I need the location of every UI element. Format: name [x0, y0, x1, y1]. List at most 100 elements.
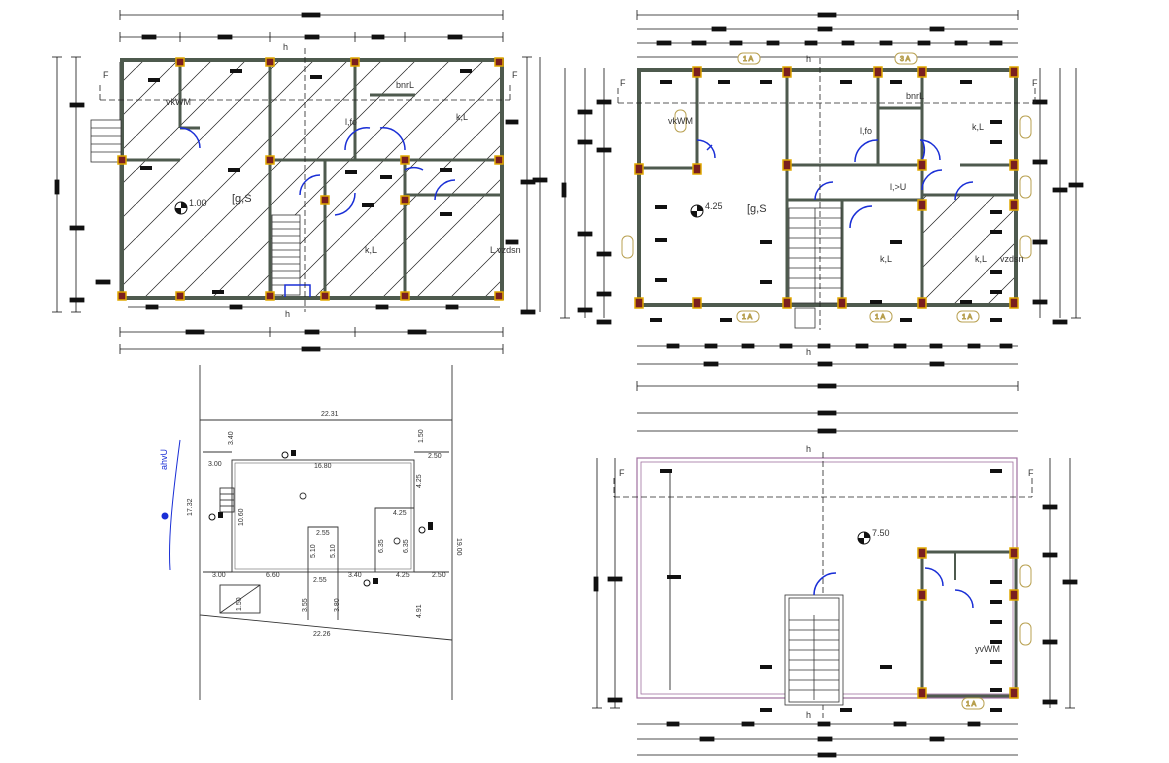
ff-grid-bubbles: 1 A 3 A 1 A 1 A 1 A [621, 52, 1032, 323]
column-icon [265, 155, 275, 165]
gf-labels: h h F F vkWM bnrL l,fo k,L [g,S k,L L vz… [103, 42, 521, 319]
terrace-plan: 1 A h h F F yvWM 7.50 [592, 410, 1078, 758]
column-icon [400, 155, 410, 165]
column-icon [350, 57, 360, 67]
ff-staircase [788, 207, 842, 329]
ff-room-bedroom-2: k,L [975, 254, 987, 264]
ff-bubble-2: 3 A [900, 56, 910, 63]
ff-section-mark-top: h [806, 54, 811, 64]
ff-room-bath: bnrL [906, 91, 924, 101]
site-dim-150b: 1.50 [236, 597, 243, 611]
gf-outer-wall [120, 58, 504, 300]
gf-section-mark-left: F [103, 70, 109, 80]
column-icon [782, 297, 792, 309]
door-swing-icon [954, 589, 974, 609]
gf-interior-walls [122, 60, 500, 298]
column-icon [782, 66, 792, 78]
north-icon [161, 439, 181, 571]
column-icon [692, 163, 702, 175]
gf-section-mark-bottom: h [285, 309, 290, 319]
column-icon [400, 291, 410, 301]
ff-dimensions-top [636, 10, 1019, 58]
site-dim-380: 3.80 [334, 598, 341, 612]
column-icon [400, 195, 410, 205]
ff-bubble-3: 1 A [742, 314, 752, 321]
door-swing-icon [921, 139, 926, 161]
site-plan-labels: 22.31 22.26 17.32 19.00 3.40 1.50 3.00 1… [159, 411, 462, 638]
site-dim-510b: 5.10 [330, 544, 337, 558]
ff-room-bedroom-1: k,L [880, 254, 892, 264]
column-icon [692, 66, 702, 78]
site-dim-510a: 5.10 [310, 544, 317, 558]
tp-inner-tags [660, 469, 1002, 712]
column-icon [1009, 66, 1019, 78]
tp-dimensions-left [592, 458, 623, 709]
ff-section-lines [617, 58, 1036, 330]
column-icon [320, 291, 330, 301]
tp-labels: h h F F yvWM 7.50 [619, 444, 1034, 720]
tp-level: 7.50 [872, 528, 890, 538]
tp-doors [924, 567, 974, 609]
gf-doors [179, 127, 456, 297]
site-dim-top: 22.31 [321, 411, 339, 418]
column-icon [634, 163, 644, 175]
column-icon [494, 57, 504, 67]
door-swing-icon [696, 139, 716, 159]
tp-section-mark-top: h [806, 444, 811, 454]
gf-dimensions-top [119, 10, 504, 42]
ff-dimensions-right [1032, 68, 1084, 325]
door-swing-icon [849, 205, 873, 229]
level-marker-icon [393, 537, 401, 545]
tp-bubble-1: 1 A [966, 701, 976, 708]
ff-dimensions-bottom [636, 343, 1019, 391]
site-dim-1680: 16.80 [314, 463, 332, 470]
site-ramp [219, 584, 261, 614]
tp-columns [917, 547, 1019, 699]
ff-room-toilet: vkWM [668, 116, 693, 126]
gf-columns [117, 57, 504, 301]
tp-dimensions-bottom [637, 721, 1018, 758]
tp-dimensions-top [637, 410, 1018, 434]
gf-room-drawing: L vzdsn [490, 245, 521, 255]
site-dim-1060: 10.60 [238, 508, 245, 526]
site-dim-300a: 3.00 [208, 461, 222, 468]
door-swing-icon [334, 192, 356, 216]
ff-level: 4.25 [705, 201, 723, 211]
ff-room-kitchen: k,L [972, 122, 984, 132]
gf-section-mark-top: h [283, 42, 288, 52]
gf-level: 1.00 [189, 198, 207, 208]
site-dim-425a: 4.25 [416, 474, 423, 488]
tp-room-store: yvWM [975, 644, 1000, 654]
gf-dimensions-left [52, 56, 121, 313]
gf-room-bath: bnrL [396, 80, 414, 90]
site-dim-250b: 2.50 [432, 572, 446, 579]
site-dim-150: 1.50 [418, 429, 425, 443]
column-icon [782, 159, 792, 171]
column-icon [175, 57, 185, 67]
column-icon [917, 66, 927, 78]
column-icon [917, 199, 927, 211]
column-icon [634, 297, 644, 309]
site-dim-255b: 2.55 [313, 577, 327, 584]
gf-section-lines [99, 48, 511, 312]
gf-inner-tags [140, 69, 472, 294]
site-dim-660: 6.60 [266, 572, 280, 579]
door-swing-icon [813, 572, 837, 596]
tp-section-mark-left: F [619, 468, 625, 478]
site-north-label: ahvU [159, 449, 169, 470]
column-icon [917, 547, 927, 559]
door-swing-icon [919, 139, 941, 161]
site-dim-635b: 6.35 [403, 539, 410, 553]
column-icon [692, 297, 702, 309]
first-floor-plan: 1 A 3 A 1 A 1 A 1 A h h F F vkWM bnrL l,… [560, 10, 1084, 391]
site-dim-635a: 6.35 [378, 539, 385, 553]
ff-inner-tags [650, 80, 1002, 322]
gf-entry-steps [90, 119, 122, 163]
door-swing-icon [179, 127, 201, 149]
column-icon [1009, 159, 1019, 171]
door-swing-icon [814, 181, 834, 201]
ff-bubble-4: 1 A [875, 314, 885, 321]
ff-section-mark-right: F [1032, 78, 1038, 88]
column-icon [175, 291, 185, 301]
